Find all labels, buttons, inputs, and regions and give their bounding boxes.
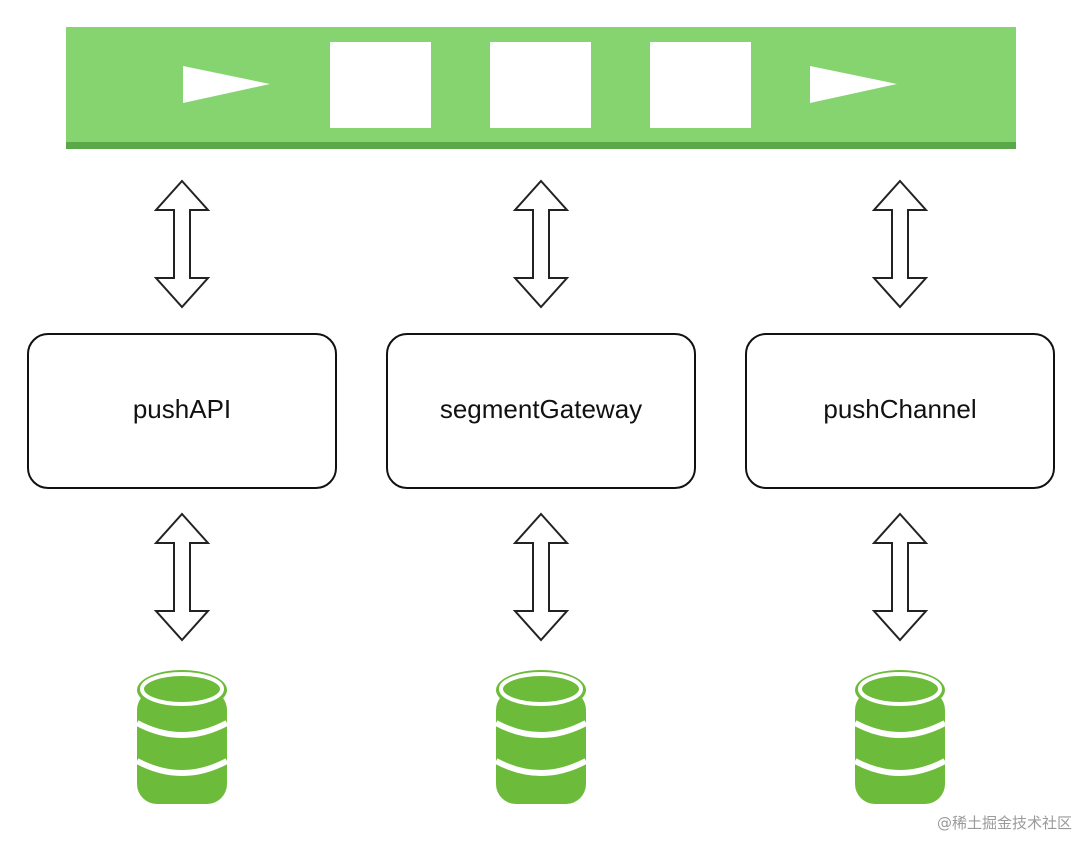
- service-box: [745, 333, 1055, 489]
- service-label: pushAPI: [133, 394, 231, 424]
- queue-double-arrow: [153, 179, 211, 309]
- service-label: segmentGateway: [440, 394, 642, 424]
- db-double-arrow: [871, 512, 929, 642]
- queue-flow-arrow-left: [183, 66, 270, 103]
- database-icon: [494, 670, 588, 804]
- queue-double-arrow: [512, 179, 570, 309]
- watermark: @稀土掘金技术社区: [936, 814, 1072, 832]
- database-icon: [853, 670, 947, 804]
- queue-flow-arrow-right: [810, 66, 897, 103]
- service-column-pushchannel: pushChannel: [745, 179, 1055, 804]
- message-queue: [66, 27, 1016, 149]
- database-icon: [135, 670, 229, 804]
- queue-message-block: [490, 42, 591, 128]
- queue-message-block: [650, 42, 751, 128]
- service-box: [386, 333, 696, 489]
- queue-double-arrow: [871, 179, 929, 309]
- queue-bar-edge: [66, 142, 1016, 149]
- service-label: pushChannel: [823, 394, 976, 424]
- service-column-segmentgateway: segmentGateway: [386, 179, 696, 804]
- queue-message-block: [330, 42, 431, 128]
- service-column-pushapi: pushAPI: [27, 179, 337, 804]
- db-double-arrow: [512, 512, 570, 642]
- service-box: [27, 333, 337, 489]
- db-double-arrow: [153, 512, 211, 642]
